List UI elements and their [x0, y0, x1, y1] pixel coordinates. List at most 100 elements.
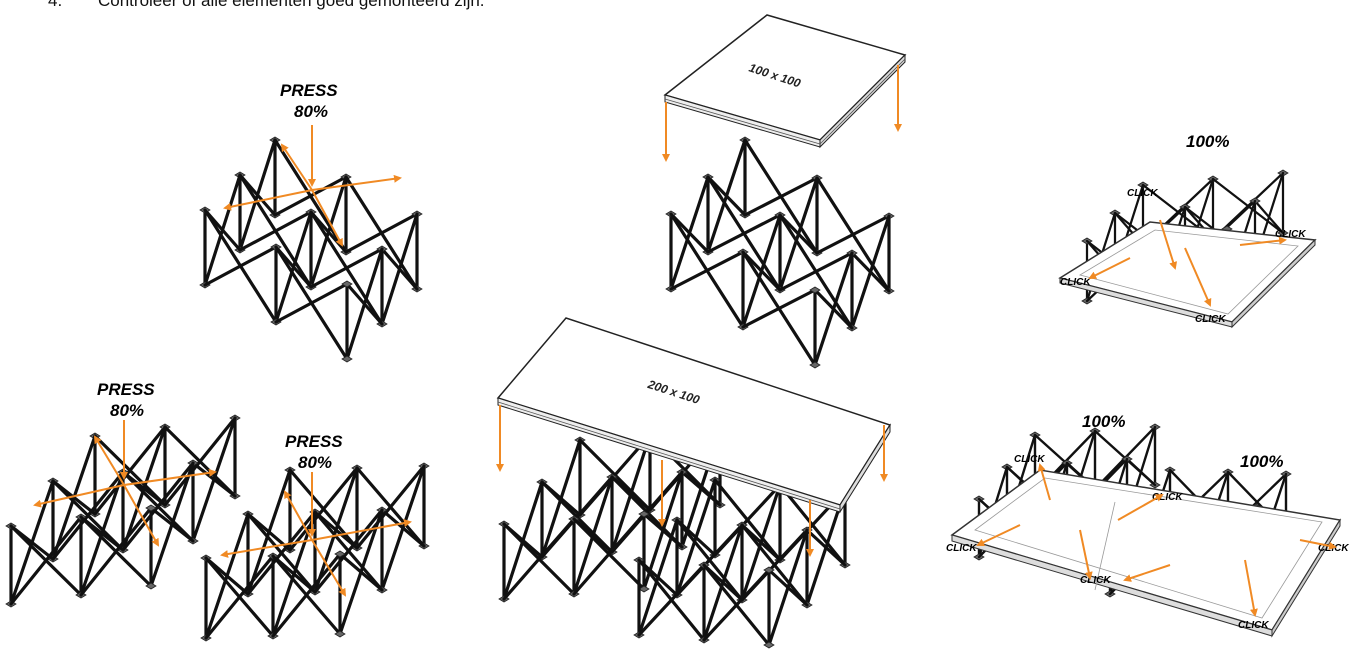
orange-arrow	[1123, 564, 1171, 582]
scissor-bar	[238, 210, 313, 252]
click-label-6: CLICK	[1152, 492, 1183, 503]
scissor-bar	[309, 247, 384, 289]
orange-arrow	[311, 519, 412, 541]
foot-plate	[809, 361, 821, 369]
click-label-8: CLICK	[1080, 575, 1111, 586]
scissor-bar	[203, 245, 278, 287]
orange-arrow	[93, 435, 125, 486]
orange-arrow	[311, 174, 402, 191]
scissor-bar	[702, 568, 771, 642]
foot-plate	[638, 510, 650, 518]
scissor-bar	[344, 212, 419, 254]
orange-arrow	[33, 484, 125, 508]
click-label-10: CLICK	[1238, 620, 1269, 631]
click-label-1: CLICK	[1127, 188, 1158, 199]
scissor-bar	[163, 416, 237, 507]
scissor-bar	[669, 250, 745, 291]
expansion-arrows	[33, 125, 1337, 617]
foot-plate	[763, 566, 775, 574]
orange-arrow	[223, 189, 313, 211]
orange-arrow	[220, 539, 313, 558]
press-pct-2: 80%	[110, 401, 144, 420]
scissor-bar	[380, 508, 426, 548]
scissor-bar	[805, 528, 847, 567]
foot-plate	[145, 582, 157, 590]
orange-arrow	[123, 484, 159, 547]
orange-arrow	[123, 468, 217, 486]
scissor-bar	[669, 212, 710, 254]
orange-arrow	[1184, 247, 1212, 307]
scissor-bar	[191, 461, 237, 498]
scissor-bar	[741, 288, 817, 329]
full-pct-1: 100%	[1186, 132, 1229, 151]
scissor-bar	[93, 425, 167, 516]
scissor-bar	[706, 175, 747, 217]
scissor-bar	[51, 470, 125, 561]
scissor-bar	[355, 464, 426, 550]
scissor-bar	[743, 176, 819, 217]
scissor-frame-bottom-left-b	[200, 462, 430, 642]
orange-arrow	[1088, 257, 1131, 279]
orange-arrow	[1159, 219, 1178, 270]
press-pct-3: 80%	[298, 453, 332, 472]
scissor-bar	[1125, 457, 1157, 487]
scissor-bar	[274, 282, 349, 324]
click-label-2: CLICK	[1275, 229, 1306, 240]
platform-base-bottom-right	[950, 469, 1342, 638]
click-label-5: CLICK	[1014, 454, 1045, 465]
scissor-bar	[338, 552, 384, 592]
scissor-bar	[815, 214, 891, 255]
orange-arrow	[1244, 559, 1258, 617]
scissor-bar	[706, 213, 782, 254]
scissor-bar	[572, 512, 646, 596]
scissor-bar	[741, 250, 782, 292]
scissor-bar	[204, 554, 275, 640]
scissor-bar	[813, 288, 854, 330]
press-label-1: PRESS	[280, 81, 338, 100]
foot-plate	[341, 355, 353, 363]
orange-arrow	[280, 143, 313, 191]
board-100x100: 100 x 100	[663, 14, 907, 149]
scissor-frame-top-middle	[665, 136, 895, 369]
full-pct-2: 100%	[1082, 412, 1125, 431]
full-pct-3: 100%	[1240, 452, 1283, 471]
board-200x100: 200 x 100	[496, 317, 892, 514]
orange-arrow	[1117, 494, 1164, 521]
foot-plate	[334, 630, 346, 638]
scissor-bar	[380, 247, 419, 291]
foot-plate	[638, 585, 650, 593]
orange-arrow	[1037, 463, 1051, 501]
scissor-bar	[273, 175, 348, 217]
platform-base-top-right	[1058, 221, 1317, 329]
scissor-bar	[778, 213, 819, 255]
scissor-bar	[288, 466, 359, 552]
orange-arrow	[1239, 236, 1287, 246]
foot-plate	[145, 504, 157, 512]
placement-arrows	[496, 65, 902, 557]
scissor-frame-top-left	[199, 136, 423, 363]
scissor-bar	[9, 515, 83, 606]
scissor-bar	[79, 506, 153, 597]
press-label-3: PRESS	[285, 432, 343, 451]
scissor-bar	[313, 508, 384, 594]
scissor-bar	[767, 568, 809, 607]
foot-plate	[809, 286, 821, 294]
foot-plate	[341, 280, 353, 288]
scissor-frame-bottom-middle-b	[633, 476, 851, 649]
instruction-line: 4. Controleer of alle elementen goed gemo…	[48, 0, 485, 11]
orange-arrow	[311, 539, 347, 597]
foot-plate	[334, 550, 346, 558]
press-label-2: PRESS	[97, 380, 155, 399]
foot-plate	[763, 641, 775, 649]
scissor-bar	[778, 251, 854, 292]
orange-arrow	[976, 524, 1021, 547]
step-text: Controleer of alle elementen goed gemont…	[98, 0, 485, 10]
click-label-4: CLICK	[1195, 314, 1226, 325]
scissor-bar	[1253, 199, 1285, 235]
step-number: 4.	[48, 0, 63, 10]
orange-arrow	[284, 490, 313, 541]
orange-arrow	[311, 189, 343, 247]
scissor-bar	[502, 517, 576, 601]
orange-arrow	[1079, 529, 1093, 580]
